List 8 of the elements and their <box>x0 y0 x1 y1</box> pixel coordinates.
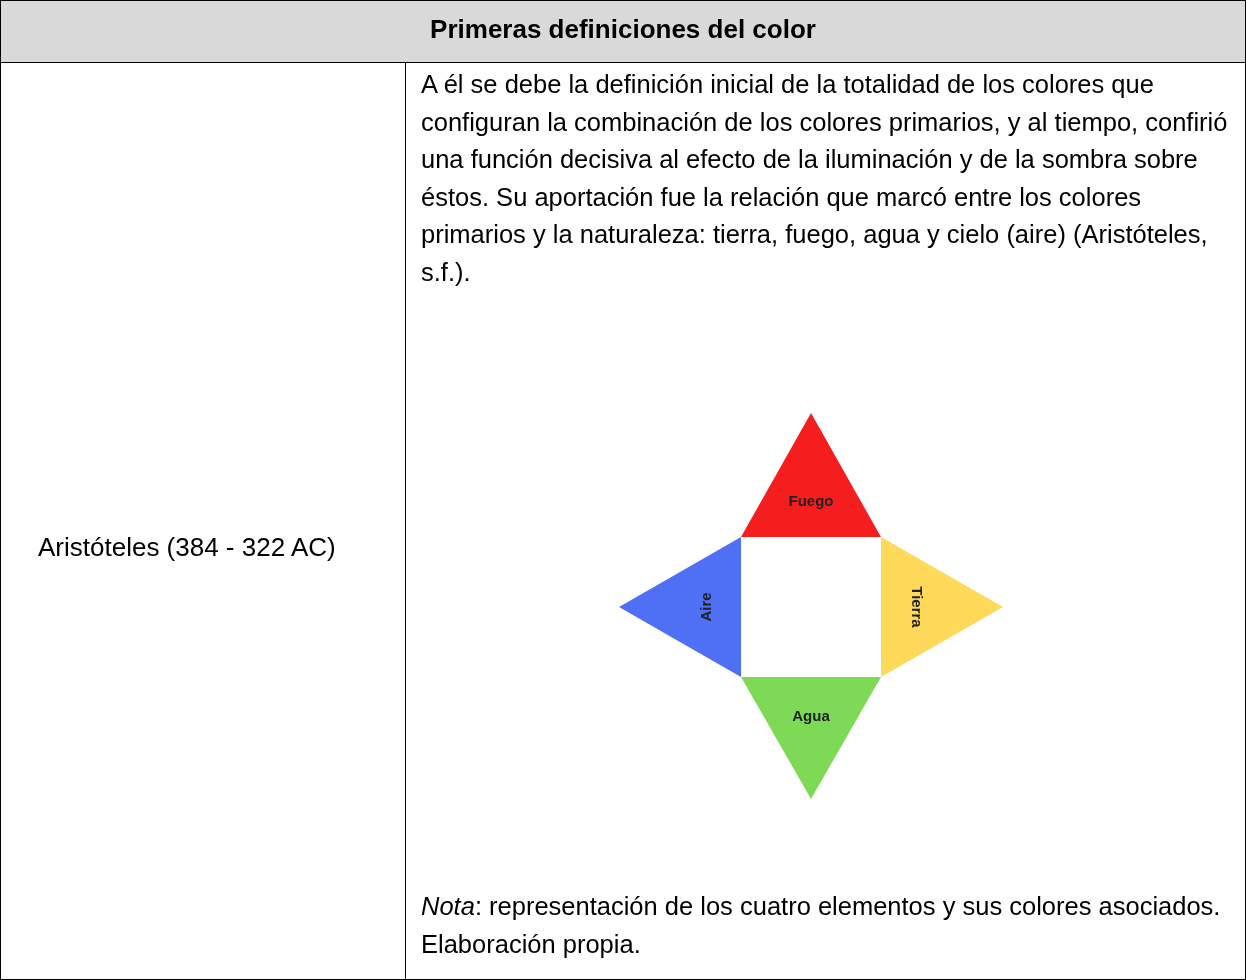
table-header: Primeras definiciones del color <box>429 14 817 45</box>
triangle-label: Aire <box>696 592 714 622</box>
triangle-label: Fuego <box>788 491 834 509</box>
description-paragraph: A él se debe la definición inicial de la totalidad de los colores que configuran la combinación de los colores primarios, y al tiempo, confirió una función decisiva al efecto de la iluminación y de la sombra sobre éstos. Su aportación fue la relación que marcó entre los colores primarios y la naturaleza: tierra, fuego, agua y cielo (aire) (Aristóteles, s.f.). <box>421 69 1229 288</box>
triangle-label: Tierra <box>908 586 926 628</box>
triangle-label: Agua <box>792 706 830 724</box>
figure-note: Nota: representación de los cuatro elementos y sus colores asociados. Elaboración propia. <box>421 891 1222 960</box>
philosopher-name: Aristóteles (384 - 322 AC) <box>38 532 337 563</box>
